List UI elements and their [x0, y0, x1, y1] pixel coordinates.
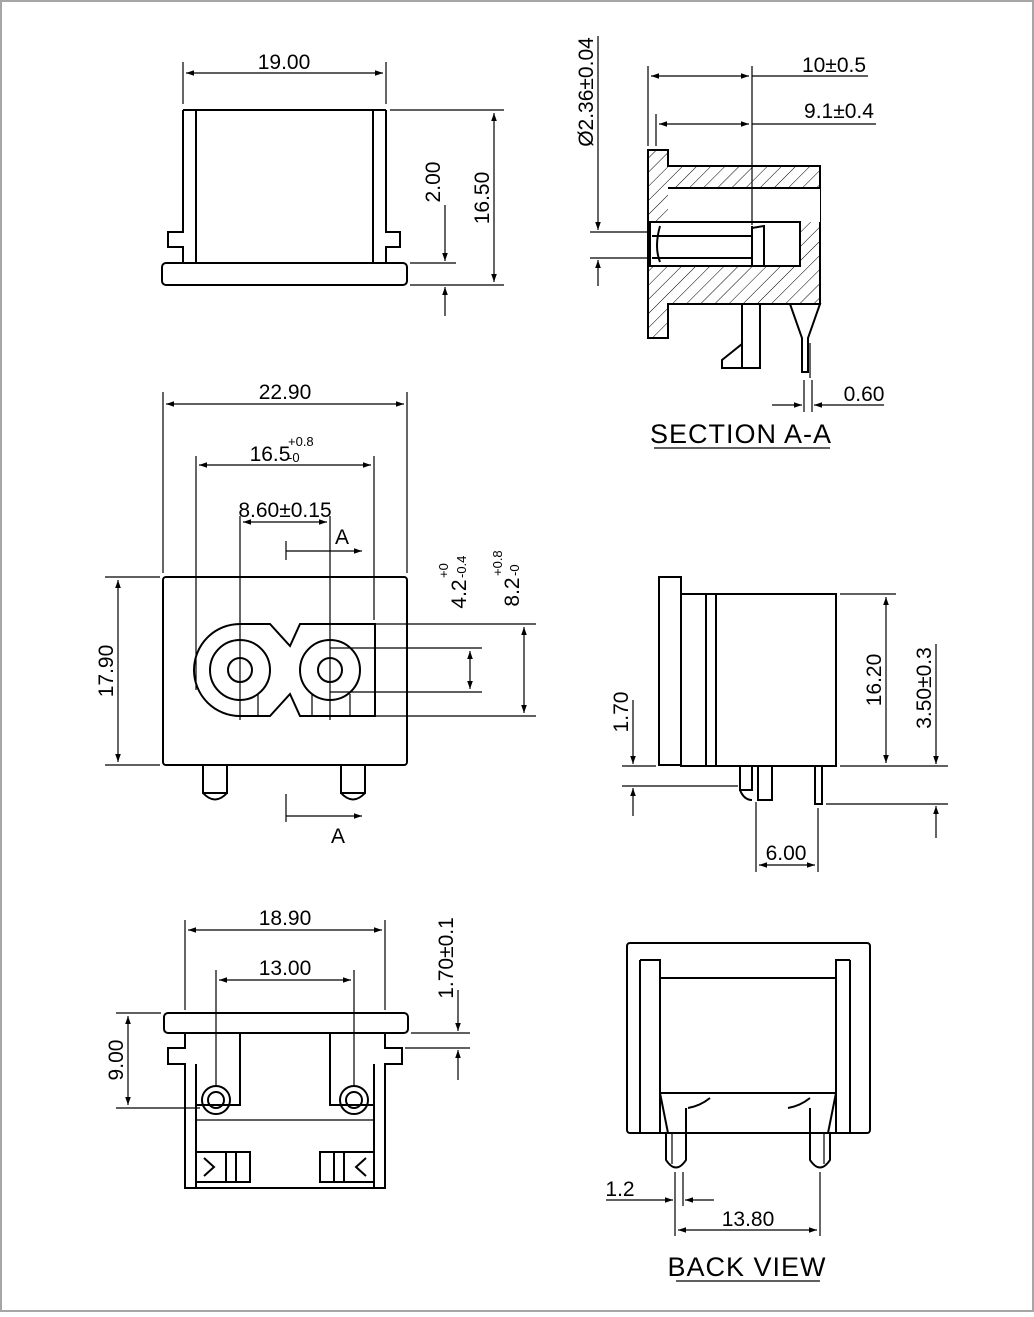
front-opening-width-dimension: 16.5	[250, 443, 291, 466]
section-mark-bottom: A	[331, 825, 345, 848]
bottom-view: 18.90 13.00 9.00 1.70±0.1	[105, 907, 470, 1189]
bottom-flange-dimension: 1.70±0.1	[435, 917, 458, 999]
section-pin-dimension: 0.60	[844, 383, 885, 406]
side-standoff-dimension: 1.70	[610, 692, 633, 733]
bottom-pitch-dimension: 13.00	[259, 957, 312, 980]
front-opening-width-tol-up: +0.8	[288, 434, 314, 449]
section-depth-inner-dimension: 9.1±0.4	[804, 100, 874, 123]
top-flange-dimension: 2.00	[422, 162, 445, 203]
front-opening-width-tol-down: -0	[288, 450, 300, 465]
front-pin-pitch-dimension: 8.60±0.15	[238, 499, 331, 522]
side-body-height-dimension: 16.20	[863, 654, 886, 707]
front-outer-width-dimension: 22.90	[259, 381, 312, 404]
section-view: 10±0.5 9.1±0.4 Ø2.36±0.04 0.60 SECTION A…	[575, 36, 884, 449]
section-diameter-dimension: Ø2.36±0.04	[575, 37, 598, 147]
front-pin-height-tol-down: -0.4	[454, 556, 469, 578]
front-height-dimension: 17.90	[95, 645, 118, 698]
bottom-width-dimension: 18.90	[259, 907, 312, 930]
top-view: 19.00 2.00 16.50	[161, 51, 504, 316]
back-view: 1.2 13.80 BACK VIEW	[605, 942, 871, 1282]
front-opening-height-tol-up: +0.8	[490, 550, 505, 576]
top-height-dimension: 16.50	[471, 172, 494, 225]
side-view: 16.20 3.50±0.3 1.70 6.00	[610, 576, 948, 872]
section-depth-outer-dimension: 10±0.5	[802, 54, 866, 77]
back-pitch-dimension: 13.80	[722, 1208, 775, 1231]
bottom-depth-dimension: 9.00	[105, 1040, 128, 1081]
top-width-dimension: 19.00	[258, 51, 311, 74]
back-pin-width-dimension: 1.2	[605, 1178, 634, 1201]
front-opening-height-tol-down: -0	[507, 564, 522, 576]
section-title: SECTION A-A	[650, 419, 832, 449]
front-pin-height-tol-up: +0	[436, 563, 451, 578]
front-opening-height-dimension: 8.2	[501, 577, 524, 606]
front-view: 22.90 16.5 +0.8 -0 8.60±0.15 A A 17.90 4…	[95, 381, 536, 848]
back-view-title: BACK VIEW	[667, 1252, 826, 1282]
side-pin-length-dimension: 3.50±0.3	[913, 647, 936, 729]
front-pin-height-dimension: 4.2	[448, 579, 471, 608]
side-pin-spacing-dimension: 6.00	[766, 842, 807, 865]
section-mark-top: A	[335, 526, 349, 549]
